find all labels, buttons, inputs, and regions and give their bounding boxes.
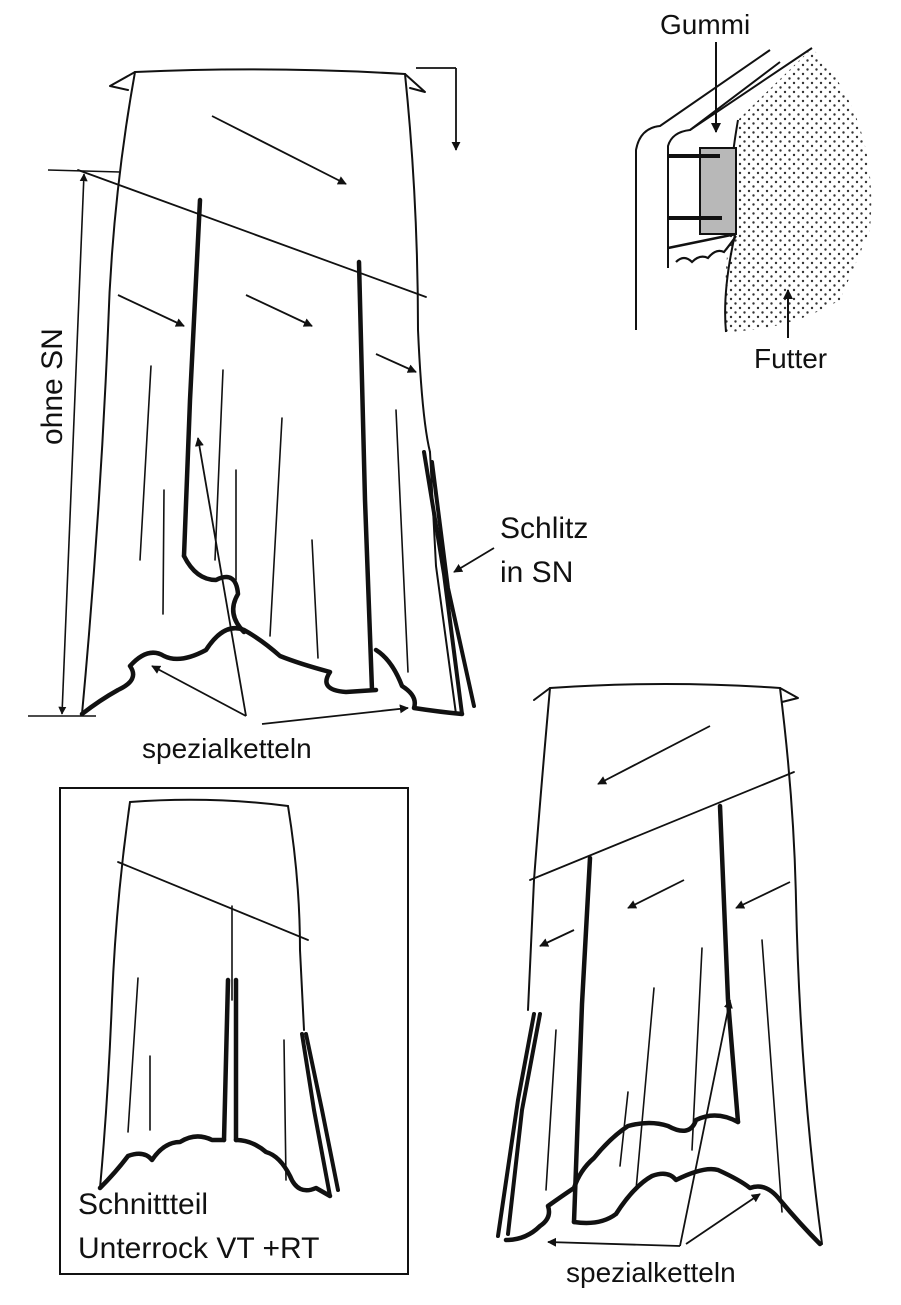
slit-pointer-arrow xyxy=(453,547,495,573)
length-dimension xyxy=(28,169,121,717)
pointer-arrow xyxy=(679,999,733,1247)
back-panel-seam-right xyxy=(717,803,741,1125)
ohne-sn-label: ohne SN xyxy=(36,328,69,445)
back-wavy-hem xyxy=(503,1113,741,1243)
futter-label: Futter xyxy=(754,343,827,374)
schlitz-label-line1: Schlitz xyxy=(500,512,588,545)
front-slit-line xyxy=(430,460,476,708)
pointer-arrow xyxy=(685,1193,761,1245)
grain-arrow xyxy=(117,294,185,327)
front-fold-line xyxy=(214,369,224,561)
front-grain-arrows xyxy=(117,67,495,573)
schlitz-label-line2: in SN xyxy=(500,556,573,589)
front-left-side-seam xyxy=(81,71,136,715)
front-wavy-hem xyxy=(373,647,465,717)
back-fold-line xyxy=(691,947,703,1151)
front-slit-line xyxy=(429,451,457,715)
pointer-arrow xyxy=(151,665,247,717)
back-wavy-hem xyxy=(571,1166,823,1247)
underskirt-slit-line xyxy=(304,1032,340,1192)
front-fold-line xyxy=(311,539,319,659)
grain-arrow xyxy=(597,725,711,785)
spezialketteln-pointers-bottom xyxy=(547,999,761,1247)
front-dart-right xyxy=(404,73,426,93)
underskirt-right-side xyxy=(287,805,305,1031)
grain-arrow xyxy=(375,353,417,373)
underskirt-pattern-drawing xyxy=(97,798,340,1199)
grain-arrow xyxy=(735,881,791,909)
front-fold-line xyxy=(139,365,152,561)
elastic-detail-drawing xyxy=(635,42,872,338)
back-fold-line xyxy=(761,939,783,1213)
grain-arrow xyxy=(211,115,347,185)
back-waistband xyxy=(549,683,781,689)
back-fold-line xyxy=(635,987,655,1191)
front-wavy-hem xyxy=(79,626,379,717)
back-panel-seam-left xyxy=(571,855,593,1225)
waist-fold-inner xyxy=(667,61,781,268)
front-panel-seam-right xyxy=(356,259,375,693)
dimension-tick xyxy=(47,169,121,173)
underskirt-center-seam xyxy=(221,977,239,1143)
underskirt-fold-line xyxy=(283,1039,287,1181)
grain-arrow xyxy=(539,929,575,947)
front-panel-seam-left xyxy=(181,197,203,559)
dimension-line xyxy=(58,173,88,715)
front-wavy-hem xyxy=(181,553,247,635)
underskirt-yoke-line xyxy=(117,861,309,941)
front-skirt-drawing xyxy=(77,68,476,717)
waist-fold-outer xyxy=(635,49,771,330)
back-skirt-drawing xyxy=(496,683,823,1247)
spezialketteln-label-top: spezialketteln xyxy=(142,733,312,764)
front-yoke-line xyxy=(77,169,427,298)
back-dart-left xyxy=(533,687,551,701)
schnittteil-label-line1: Schnittteil xyxy=(78,1188,208,1221)
lining-area xyxy=(725,48,872,332)
back-fold-line xyxy=(545,1029,557,1191)
underskirt-slit-line xyxy=(300,1032,332,1198)
pointer-arrow xyxy=(194,437,247,717)
spezialketteln-label-bottom: spezialketteln xyxy=(566,1257,736,1288)
overlock-stitch xyxy=(675,235,737,264)
front-waistband xyxy=(134,68,406,75)
front-slit-line xyxy=(422,450,464,716)
back-slit-line xyxy=(496,1012,536,1238)
elastic-band xyxy=(699,147,737,235)
back-dart-right xyxy=(779,687,799,703)
grain-arrow xyxy=(627,879,685,909)
back-left-side-seam xyxy=(527,687,551,1011)
pointer-arrow xyxy=(261,704,409,725)
underskirt-waistline xyxy=(129,798,289,807)
underskirt-left-side xyxy=(99,801,131,1189)
schnittteil-label-line2: Unterrock VT +RT xyxy=(78,1232,319,1265)
front-fold-line xyxy=(269,417,283,637)
gummi-label: Gummi xyxy=(660,9,750,40)
underskirt-wavy-hem xyxy=(97,1134,333,1199)
spezialketteln-pointers-top xyxy=(151,437,409,725)
waist-fold-line xyxy=(689,47,813,131)
back-grain-arrows xyxy=(539,725,791,947)
grain-arrow xyxy=(245,294,313,327)
front-fold-line xyxy=(162,489,165,615)
underskirt-fold-line xyxy=(127,977,139,1133)
back-right-side-seam xyxy=(779,687,823,1245)
back-slit-line xyxy=(506,1012,542,1236)
front-right-side-seam xyxy=(404,73,431,453)
pointer-arrow xyxy=(547,1237,681,1247)
underskirt-pattern-frame xyxy=(59,787,409,1275)
front-dart-left xyxy=(109,71,136,91)
back-yoke-line xyxy=(529,771,795,881)
front-fold-line xyxy=(395,409,409,673)
stitch-line xyxy=(667,232,737,250)
